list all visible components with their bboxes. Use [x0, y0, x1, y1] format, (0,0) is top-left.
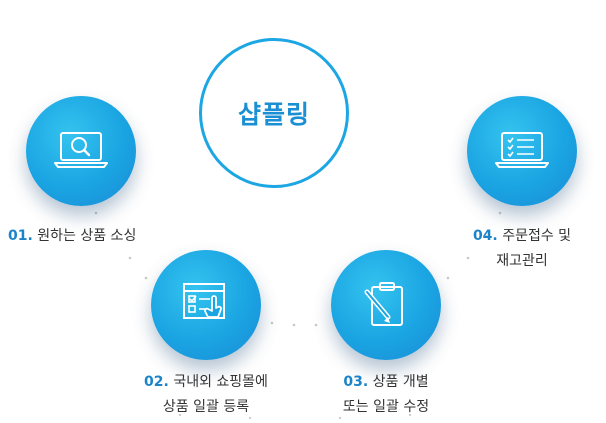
- step-2-circle: [151, 250, 261, 360]
- laptop-search-icon: [54, 132, 108, 168]
- step-1-circle: [26, 96, 136, 206]
- step-3-number: 03.: [343, 374, 369, 390]
- step-2-text-2: 상품 일괄 등록: [162, 399, 250, 415]
- clipboard-pencil-icon: [364, 282, 403, 326]
- step-4-line-1: 04. 주문접수 및: [452, 224, 592, 249]
- step-3-line-1: 03. 상품 개별: [311, 370, 461, 395]
- step-4-text-2: 재고관리: [496, 253, 548, 269]
- step-2-label: 02. 국내외 쇼핑몰에 상품 일괄 등록: [131, 370, 281, 420]
- step-4-label: 04. 주문접수 및 재고관리: [452, 224, 592, 274]
- step-3-label: 03. 상품 개별 또는 일괄 수정: [311, 370, 461, 420]
- laptop-checklist-icon: [495, 132, 549, 168]
- step-4-circle: [467, 96, 577, 206]
- step-2-line-1: 02. 국내외 쇼핑몰에: [131, 370, 281, 395]
- step-1-text: 원하는 상품 소싱: [37, 228, 137, 244]
- step-4-text-1: 주문접수 및: [502, 228, 572, 244]
- step-2-text-1: 국내외 쇼핑몰에: [173, 374, 268, 390]
- step-3-circle: [331, 250, 441, 360]
- step-3-text-2: 또는 일괄 수정: [342, 399, 430, 415]
- step-1-number: 01.: [8, 228, 33, 244]
- hub-title: 샵플링: [237, 100, 310, 129]
- browser-checklist-hand-icon: [183, 283, 225, 319]
- hub-circle: 샵플링: [199, 38, 349, 188]
- step-4-number: 04.: [472, 228, 498, 244]
- step-3-text-1: 상품 개별: [372, 374, 429, 390]
- step-2-number: 02.: [144, 374, 169, 390]
- step-1-label: 01. 원하는 상품 소싱: [8, 224, 136, 249]
